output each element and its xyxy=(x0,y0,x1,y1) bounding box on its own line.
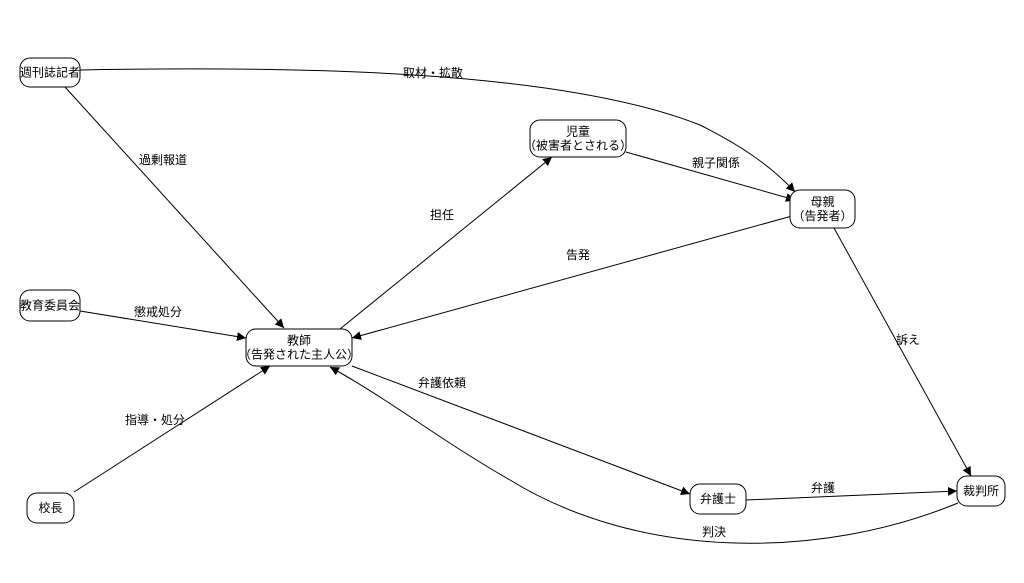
node-label: 児童 xyxy=(566,124,590,139)
edge-mother-to-teacher: 告発 xyxy=(351,215,793,340)
node-principal[interactable]: 校長 xyxy=(26,492,75,524)
node-box xyxy=(789,189,856,229)
node-box xyxy=(245,328,353,367)
edge-lawyer-to-court: 弁護 xyxy=(745,480,958,501)
edge-child-to-mother: 親子関係 xyxy=(625,151,796,202)
node-label: 母親 xyxy=(810,195,834,209)
node-child[interactable]: 児童（被害者とされる） xyxy=(524,119,632,158)
edge-line xyxy=(833,227,972,477)
node-label: 校長 xyxy=(38,500,62,515)
edge-label: 訴え xyxy=(896,332,920,347)
edge-label: 親子関係 xyxy=(692,156,740,170)
edge-mother-to-court: 訴え xyxy=(833,227,972,477)
edge-line xyxy=(79,310,247,341)
edge-line xyxy=(73,365,271,493)
edge-line xyxy=(329,366,959,544)
node-label: 週刊誌記者 xyxy=(20,65,80,80)
edge-line xyxy=(351,365,691,496)
edge-principal-to-teacher: 指導・処分 xyxy=(73,365,271,493)
edge-teacher-to-child: 担任 xyxy=(339,156,553,330)
edge-line xyxy=(625,151,796,202)
edge-reporter-to-teacher: 過剰報道 xyxy=(64,86,285,329)
node-box xyxy=(689,483,747,515)
edge-reporter-to-mother: 取材・拡散 xyxy=(79,65,796,193)
edge-label: 指導・処分 xyxy=(125,412,185,427)
edge-line xyxy=(79,68,796,193)
node-lawyer[interactable]: 弁護士 xyxy=(689,483,747,515)
node-reporter[interactable]: 週刊誌記者 xyxy=(19,57,81,88)
node-board[interactable]: 教育委員会 xyxy=(19,289,81,322)
edge-line xyxy=(339,156,553,330)
node-label: 教育委員会 xyxy=(20,298,80,313)
node-box xyxy=(529,119,627,158)
node-label: （告発者） xyxy=(792,209,852,223)
edge-court-to-teacher: 判決 xyxy=(329,366,959,544)
node-mother[interactable]: 母親（告発者） xyxy=(789,189,856,229)
node-label: 裁判所 xyxy=(963,484,999,498)
edge-teacher-to-lawyer: 弁護依頼 xyxy=(351,365,691,496)
edge-label: 告発 xyxy=(566,248,590,262)
edge-label: 判決 xyxy=(702,525,726,539)
node-label: 弁護士 xyxy=(700,491,736,506)
node-box xyxy=(26,492,75,524)
node-court[interactable]: 裁判所 xyxy=(956,475,1006,507)
node-label: （被害者とされる） xyxy=(524,138,632,153)
node-label: （告発された主人公） xyxy=(239,348,359,362)
edge-label: 弁護 xyxy=(811,480,835,495)
node-teacher[interactable]: 教師（告発された主人公） xyxy=(239,328,359,367)
edge-label: 担任 xyxy=(430,208,454,222)
edge-label: 過剰報道 xyxy=(139,153,187,167)
node-label: 教師 xyxy=(287,333,311,348)
node-box xyxy=(19,289,81,322)
edge-line xyxy=(745,486,958,501)
edge-label: 取材・拡散 xyxy=(403,65,463,80)
edge-board-to-teacher: 懲戒処分 xyxy=(79,304,247,341)
edge-line xyxy=(351,215,793,340)
edge-label: 弁護依頼 xyxy=(418,375,466,390)
edge-line xyxy=(64,86,285,329)
node-box xyxy=(956,475,1006,507)
edge-label: 懲戒処分 xyxy=(134,304,182,319)
node-box xyxy=(19,57,81,88)
